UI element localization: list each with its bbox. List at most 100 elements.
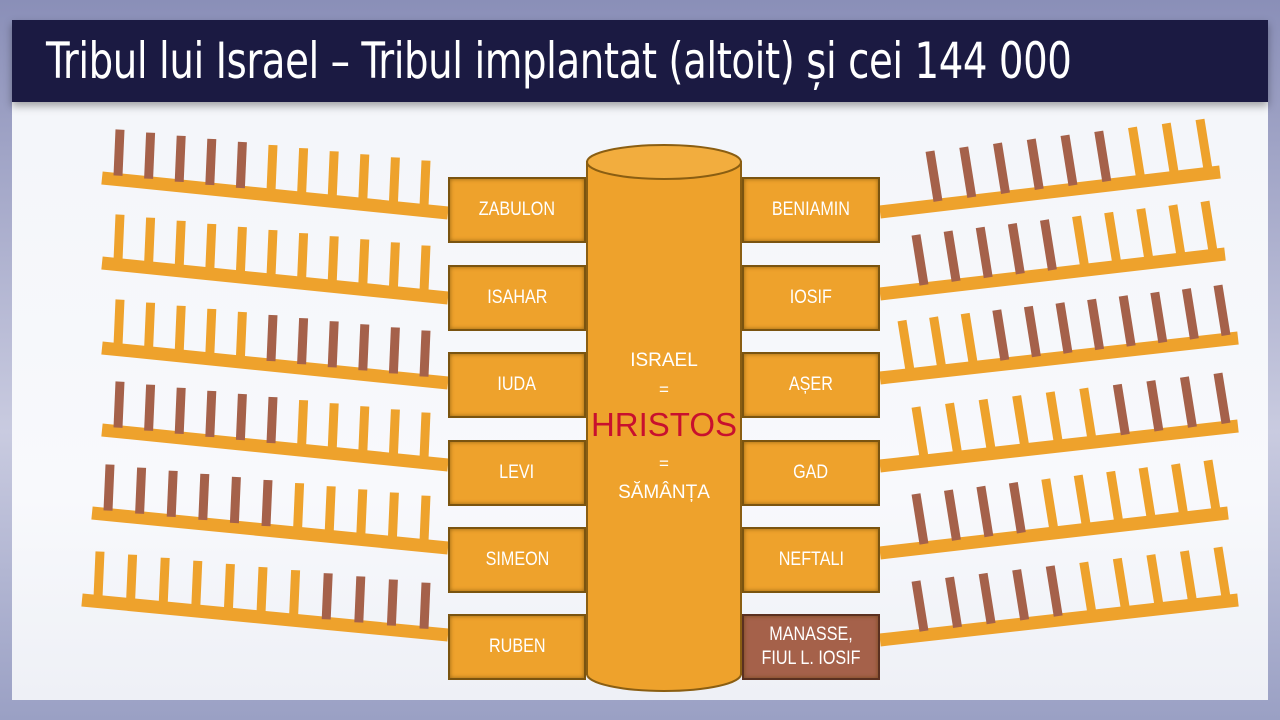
comb-tooth xyxy=(1118,295,1136,347)
comb-tooth xyxy=(1012,395,1030,447)
comb-tooth xyxy=(235,311,247,359)
comb-bar xyxy=(81,593,449,642)
comb-tooth xyxy=(419,582,431,629)
comb-tooth xyxy=(293,483,305,530)
comb-tooth xyxy=(1026,138,1044,190)
comb-tooth xyxy=(1041,478,1059,530)
comb-tooth xyxy=(144,302,156,349)
comb-tooth xyxy=(976,485,994,538)
tribe-box-gad: GAD xyxy=(742,440,880,506)
tribe-label: LEVI xyxy=(499,462,535,483)
comb-tooth xyxy=(235,226,247,274)
comb-tooth xyxy=(297,147,309,195)
comb-tooth xyxy=(1072,215,1089,267)
israel-label: ISRAEL xyxy=(630,350,698,371)
tribe-label: ZABULON xyxy=(478,199,556,220)
comb-tooth xyxy=(1203,459,1221,512)
comb-tooth xyxy=(992,309,1010,361)
comb-tooth xyxy=(235,141,247,189)
comb-tooth xyxy=(1181,288,1199,340)
comb-tooth xyxy=(1168,204,1186,256)
comb-tooth xyxy=(174,220,186,268)
comb-tooth xyxy=(959,146,977,198)
comb-tooth xyxy=(388,157,400,204)
comb-tooth xyxy=(266,229,278,277)
comb-tooth xyxy=(978,572,996,625)
comb-tooth xyxy=(1146,380,1164,432)
comb-tooth xyxy=(1079,387,1097,440)
comb-tooth xyxy=(297,317,309,365)
hristos-label: HRISTOS xyxy=(590,406,738,443)
comb-tooth xyxy=(1180,376,1197,428)
tribe-box-levi: LEVI xyxy=(448,440,586,506)
comb-tooth xyxy=(1073,474,1091,527)
comb-tooth xyxy=(911,406,929,458)
comb-tooth xyxy=(925,150,943,202)
comb-tooth xyxy=(327,236,339,283)
comb-tooth xyxy=(235,393,247,441)
comb-tooth xyxy=(1087,298,1105,351)
comb-tooth xyxy=(1012,569,1030,621)
comb-tooth xyxy=(388,409,400,456)
comb-tooth xyxy=(911,234,929,286)
tribe-label: NEFTALI xyxy=(778,549,844,570)
comb-tooth xyxy=(266,396,278,444)
comb-tooth xyxy=(1150,291,1168,344)
comb-tooth xyxy=(135,467,147,514)
comb-tooth xyxy=(198,473,210,521)
comb-bar xyxy=(879,165,1221,219)
comb-tooth xyxy=(205,390,217,438)
comb-tooth xyxy=(358,239,370,286)
equals-sign: = xyxy=(659,454,669,473)
tribe-box-beniamin: BENIAMIN xyxy=(742,177,880,243)
comb-tooth xyxy=(1112,557,1130,610)
comb-bar xyxy=(879,593,1239,647)
comb-tooth xyxy=(205,223,217,271)
comb-tooth xyxy=(978,398,996,451)
comb-tooth xyxy=(1079,561,1097,614)
comb-tooth xyxy=(1180,550,1197,602)
comb-tooth xyxy=(1128,126,1145,179)
comb-tooth xyxy=(261,479,273,527)
comb-tooth xyxy=(113,381,125,428)
comb-tooth xyxy=(1136,208,1154,260)
comb-tooth xyxy=(174,305,186,353)
tribe-box-isahar: ISAHAR xyxy=(448,265,586,331)
comb-bar xyxy=(879,247,1226,301)
comb-tooth xyxy=(388,242,400,289)
comb-tooth xyxy=(897,319,915,372)
comb-bar xyxy=(101,256,449,305)
comb-tooth xyxy=(166,470,178,517)
comb-tooth xyxy=(229,476,241,524)
comb-tooth xyxy=(419,495,431,542)
comb-tooth xyxy=(1200,200,1218,253)
comb-tooth xyxy=(358,324,370,371)
comb-tooth xyxy=(911,493,929,545)
comb-tooth xyxy=(1106,470,1124,523)
comb-tooth xyxy=(1112,383,1130,436)
tribe-box-ruben: RUBEN xyxy=(448,614,586,680)
samanta-label: SĂMÂNȚA xyxy=(618,482,710,503)
comb-tooth xyxy=(1040,219,1057,271)
comb-tooth xyxy=(1055,302,1073,354)
comb-tooth xyxy=(975,226,993,279)
comb-tooth xyxy=(266,144,278,192)
comb-tooth xyxy=(419,330,431,377)
comb-tooth xyxy=(144,384,156,431)
comb-tooth xyxy=(174,387,186,435)
comb-tooth xyxy=(944,489,961,541)
equals-sign: = xyxy=(659,380,669,399)
tribe-label: GAD xyxy=(793,462,829,483)
comb-tooth xyxy=(327,321,339,368)
comb-bar xyxy=(101,341,449,390)
tribe-box-aser: AȘER xyxy=(742,352,880,418)
comb-tooth xyxy=(358,406,370,453)
comb-tooth xyxy=(1146,554,1164,606)
tribe-box-simeon: SIMEON xyxy=(448,527,586,593)
comb-tooth xyxy=(324,486,336,533)
comb-tooth xyxy=(1138,467,1156,519)
comb-tooth xyxy=(327,151,339,198)
comb-tooth xyxy=(205,308,217,356)
tribe-box-manasse: MANASSE, FIUL L. IOSIF xyxy=(742,614,880,680)
